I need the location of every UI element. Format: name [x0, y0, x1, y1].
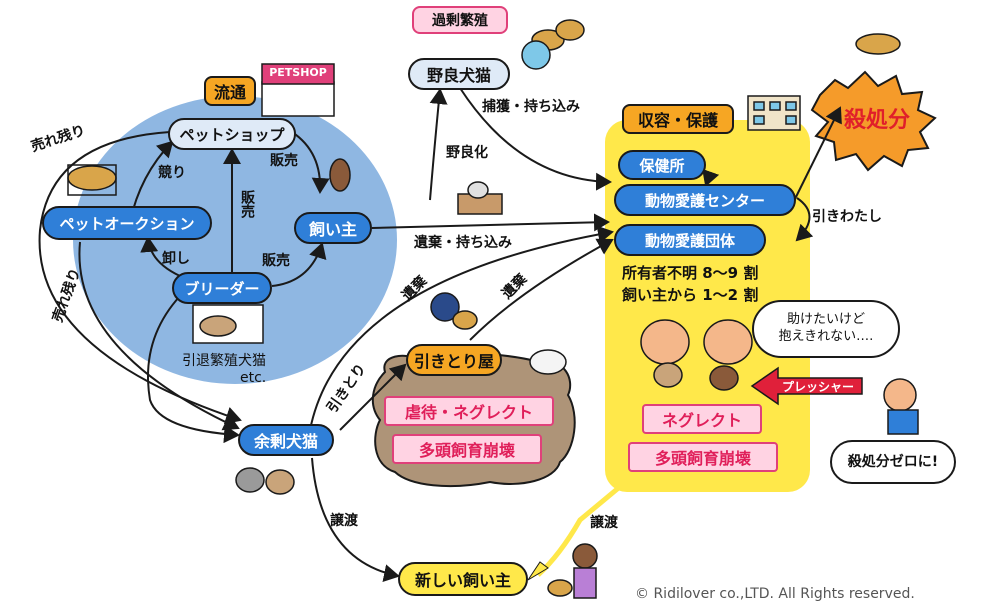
label-transfer-1: 譲渡	[330, 513, 358, 529]
label-retired: 引退繁殖犬猫	[182, 353, 266, 369]
tag-shelter: 収容・保護	[622, 104, 734, 134]
flow-arrows	[38, 87, 842, 582]
node-new-owner[interactable]: 新しい飼い主	[398, 562, 528, 596]
label-capture: 捕獲・持ち込み	[482, 99, 580, 115]
building-icon	[747, 95, 801, 131]
tag-distribution: 流通	[204, 76, 256, 106]
node-pet-auction[interactable]: ペットオークション	[42, 206, 212, 240]
label-sale-1: 販売	[270, 153, 298, 169]
copyright: © Ridilover co.,LTD. All Rights reserved…	[635, 586, 915, 602]
label-owner-unknown: 所有者不明 8～9 割	[622, 264, 759, 282]
label-sale-2: 販売	[262, 253, 290, 269]
node-kill[interactable]: 殺処分	[843, 108, 910, 133]
tag-petshop: PETSHOP	[269, 66, 327, 79]
problem-neglect: ネグレクト	[642, 404, 762, 434]
bubble-line-2: 抱えきれない‥‥	[778, 329, 874, 344]
problem-abuse: 虐待・ネグレクト	[384, 396, 554, 426]
node-breeder[interactable]: ブリーダー	[172, 272, 272, 304]
label-from-owner: 飼い主から 1～2 割	[622, 286, 759, 304]
node-health-center[interactable]: 保健所	[618, 150, 706, 180]
pressure-arrow	[750, 366, 863, 406]
speech-bubble-helpers: 助けたいけど 抱えきれない‥‥	[752, 300, 900, 358]
node-stray[interactable]: 野良犬猫	[408, 58, 510, 90]
label-abandon-bring: 遺棄・持ち込み	[414, 235, 512, 251]
label-wholesale: 卸し	[162, 251, 190, 267]
label-handover: 引きわたし	[812, 209, 882, 225]
speech-bubble-zero-kill: 殺処分ゼロに!	[830, 440, 956, 484]
label-sale-vertical: 販売	[239, 190, 255, 218]
problem-hoarding-2: 多頭飼育崩壊	[628, 442, 778, 472]
node-surplus[interactable]: 余剰犬猫	[238, 424, 334, 456]
node-protection-group[interactable]: 動物愛護団体	[614, 224, 766, 256]
node-protection-center[interactable]: 動物愛護センター	[614, 184, 796, 216]
label-transfer-2: 譲渡	[590, 515, 618, 531]
label-bid: 競り	[158, 165, 186, 181]
bubble-line-1: 助けたいけど	[786, 312, 865, 328]
animal-illustrations	[67, 19, 919, 599]
shop-icon	[261, 63, 335, 117]
distribution-circle	[73, 96, 397, 384]
node-pickup-shop[interactable]: 引きとり屋	[406, 344, 502, 376]
node-owner[interactable]: 飼い主	[294, 212, 372, 244]
label-go-stray: 野良化	[446, 145, 488, 161]
problem-hoarding-1: 多頭飼育崩壊	[392, 434, 542, 464]
tag-overbreeding: 過剰繁殖	[412, 6, 508, 34]
label-pressure: プレッシャー	[782, 380, 855, 394]
kill-burst	[810, 70, 937, 172]
node-pet-shop[interactable]: ペットショップ	[168, 118, 296, 150]
label-etc: etc.	[240, 370, 267, 386]
